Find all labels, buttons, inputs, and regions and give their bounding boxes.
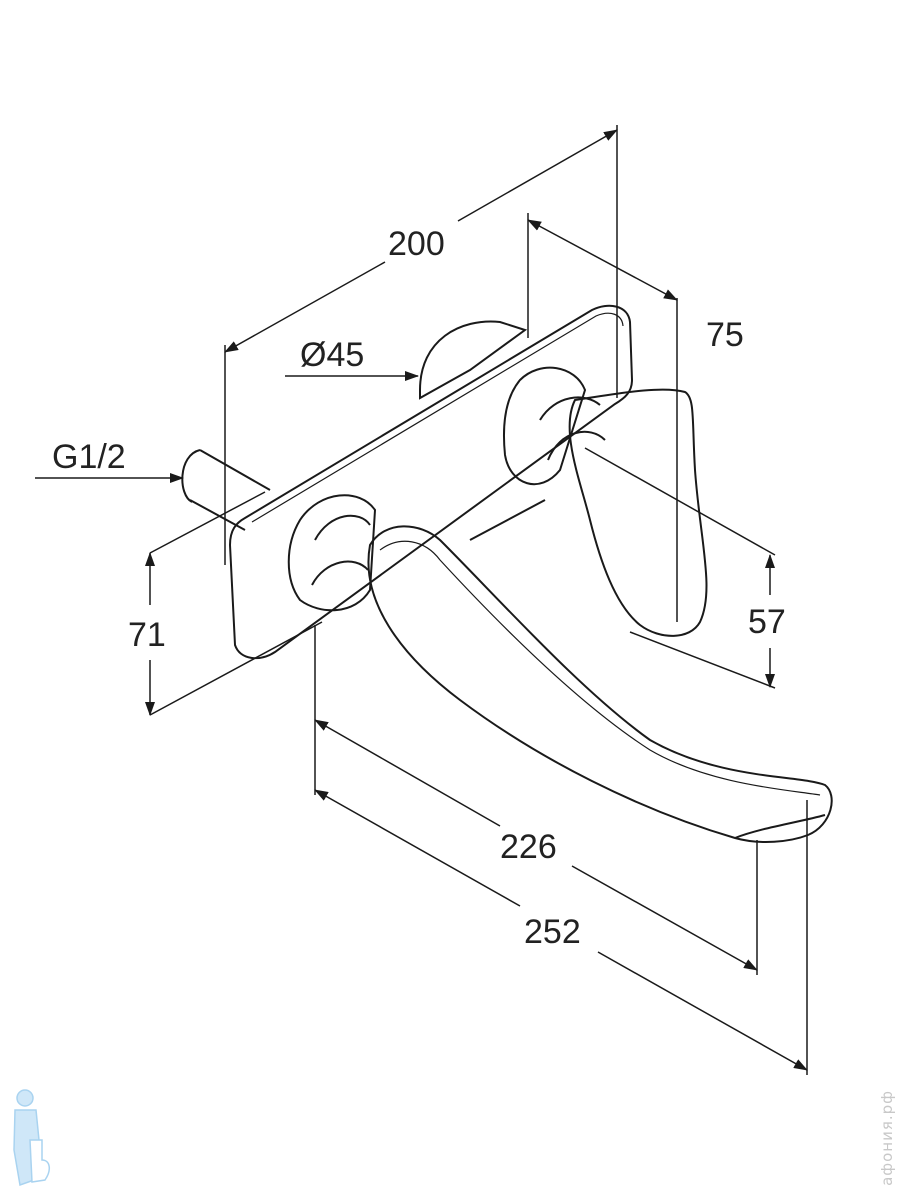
label-226: 226: [500, 828, 557, 866]
dim-75: [527, 219, 678, 301]
label-g12: G1/2: [52, 438, 126, 476]
label-252: 252: [524, 913, 581, 951]
label-200: 200: [388, 225, 445, 263]
label-75: 75: [706, 316, 744, 354]
label-57: 57: [748, 603, 786, 641]
rosette: [419, 320, 528, 400]
dimension-labels: 200 75 Ø45 G1/2 71 57 226 252: [52, 225, 786, 951]
dim-252-b: [597, 951, 808, 1071]
dim-226-a: [314, 719, 501, 827]
dim-200-a: [224, 261, 386, 353]
dim-252-a: [314, 789, 521, 907]
label-71: 71: [128, 616, 166, 654]
handle-collar: [539, 396, 606, 461]
back-plate-inner: [251, 312, 624, 523]
faucet-body: [181, 304, 833, 843]
handle-lever: [568, 388, 708, 637]
spout-collar: [311, 514, 371, 586]
spout-inner: [379, 540, 821, 796]
watermark: афония.рф: [878, 1090, 896, 1186]
back-plate: [228, 304, 634, 660]
handle-base: [502, 366, 587, 486]
dimension-lines: [35, 129, 808, 1071]
spout-base: [287, 494, 377, 612]
thread-pipe: [181, 449, 271, 531]
label-diameter-45: Ø45: [300, 336, 364, 374]
spout-mouth: [734, 814, 826, 839]
dim-226-b: [571, 865, 758, 971]
dim-200-b: [457, 129, 618, 222]
plumber-logo: [13, 1089, 50, 1187]
spout: [367, 525, 833, 843]
